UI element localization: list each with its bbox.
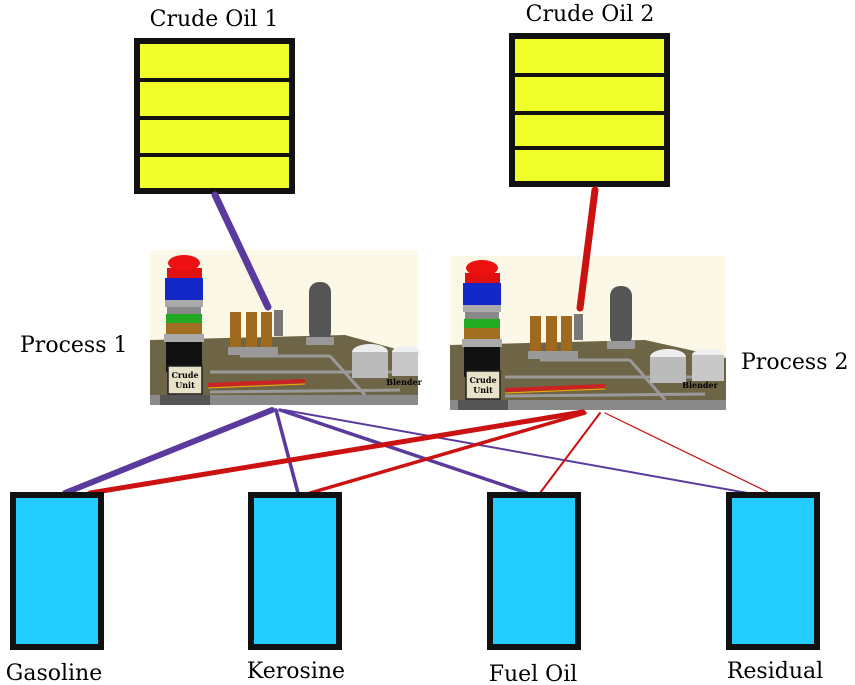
crude-1-to-process-1-flow [211,191,272,311]
process-2-blender-label: Blender [682,380,718,390]
gasoline-tank [10,492,104,650]
process-1-flows [62,191,771,498]
process-1-tower-label-line2: Unit [175,380,195,390]
process-1-refinery-image: Crude Unit Blender [150,250,423,405]
kerosine-label: Kerosine [247,659,345,684]
process-1-label: Process 1 [20,333,127,358]
fuel-oil-label: Fuel Oil [489,662,578,685]
process-1-to-residual-flow [283,409,771,498]
gasoline-label: Gasoline [6,661,103,685]
fuel-oil-tank [487,492,581,650]
process-2-to-gasoline-flow [87,409,586,496]
process-1-tower-label-line1: Crude [171,370,198,380]
crude-oil-1-label: Crude Oil 1 [150,7,279,32]
process-1-to-kerosine-flow [274,408,300,495]
process-1-to-gasoline-flow [62,407,275,496]
process-2-tower-label-line1: Crude [469,375,496,385]
process-2-flows [87,186,779,498]
crude-oil-2-label: Crude Oil 2 [526,2,655,27]
residual-label: Residual [727,659,823,684]
process-2-refinery-image: Crude Unit Blender [450,256,726,410]
crude-2-to-process-2-flow [576,186,599,312]
kerosine-tank [248,492,342,650]
process-1-to-fuel-oil-flow [278,408,529,495]
process-2-to-kerosine-flow [308,411,587,495]
process-2-tower-label-line2: Unit [473,385,493,395]
crude-oil-1-tank [134,38,295,194]
process-2-label: Process 2 [741,350,848,375]
residual-tank [726,492,820,650]
process-2-to-fuel-oil-flow [539,412,601,494]
process-2-to-residual-flow [604,412,779,498]
process-1-blender-label: Blender [386,377,422,387]
crude-oil-2-tank [509,33,670,187]
